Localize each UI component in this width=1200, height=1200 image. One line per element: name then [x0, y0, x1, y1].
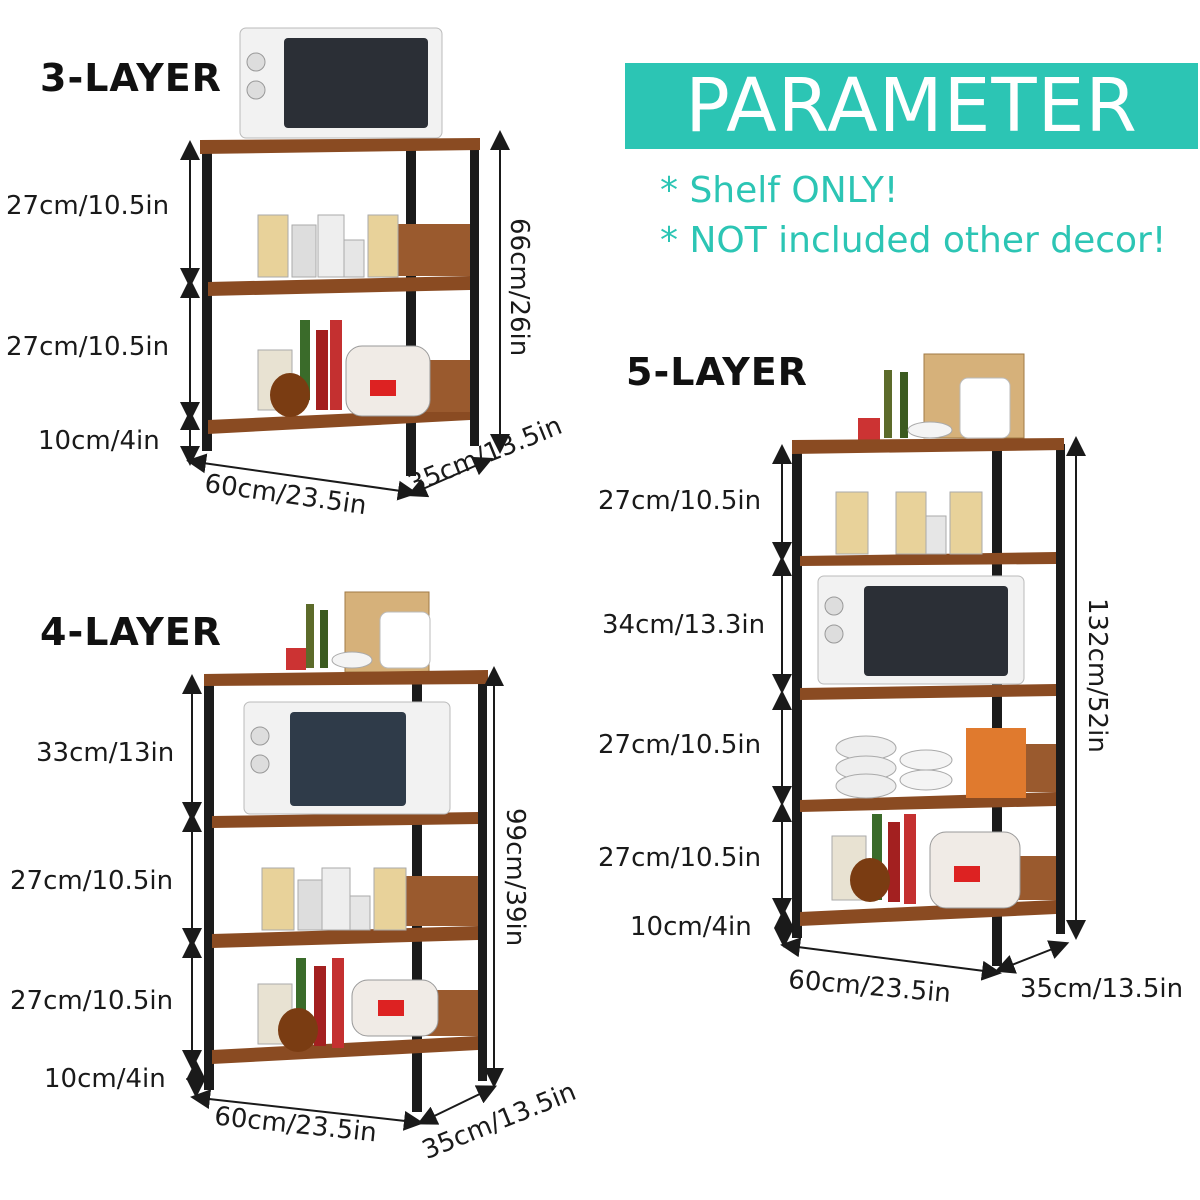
depth-5: 35cm/13.5in [1020, 974, 1184, 1004]
shelf-5-layer [772, 353, 1086, 981]
spice-jars-icon [257, 214, 399, 278]
gap-5-1: 27cm/10.5in [598, 486, 762, 516]
height-5: 132cm/52in [1082, 598, 1112, 753]
height-4: 99cm/39in [500, 808, 530, 947]
microwave-icon [239, 27, 443, 139]
gap-3-3: 10cm/4in [38, 426, 160, 456]
note-shelf-only: * Shelf ONLY! [660, 170, 899, 211]
rice-cooker-icon [257, 320, 431, 417]
rice-cooker-icon [257, 958, 439, 1052]
spice-jars-icon [261, 867, 407, 931]
kitchen-decor-icon [858, 353, 1025, 440]
shelf-4-layer [182, 591, 504, 1131]
shelf-3-layer [180, 27, 510, 501]
gap-5-3: 27cm/10.5in [598, 730, 762, 760]
bowls-icon [835, 728, 1026, 799]
gap-3-1: 27cm/10.5in [6, 191, 170, 221]
gap-5-2: 34cm/13.3in [602, 610, 766, 640]
microwave-icon [817, 575, 1025, 685]
title-3-layer: 3-LAYER [40, 56, 222, 100]
parameter-banner: PARAMETER [625, 63, 1198, 149]
gap-5-4: 27cm/10.5in [598, 843, 762, 873]
gap-3-2: 27cm/10.5in [6, 332, 170, 362]
title-5-layer: 5-LAYER [626, 350, 808, 394]
height-3: 66cm/26in [504, 218, 534, 357]
title-4-layer: 4-LAYER [40, 610, 222, 654]
gap-4-4: 10cm/4in [44, 1064, 166, 1094]
gap-5-5: 10cm/4in [630, 912, 752, 942]
kitchen-decor-icon [286, 591, 431, 673]
gap-4-1: 33cm/13in [36, 738, 175, 768]
gap-4-3: 27cm/10.5in [10, 986, 174, 1016]
note-not-included: * NOT included other decor! [660, 220, 1167, 261]
microwave-icon [243, 701, 451, 815]
gap-4-2: 27cm/10.5in [10, 866, 174, 896]
spice-jars-icon [835, 491, 983, 555]
rice-cooker-icon [831, 814, 1021, 909]
